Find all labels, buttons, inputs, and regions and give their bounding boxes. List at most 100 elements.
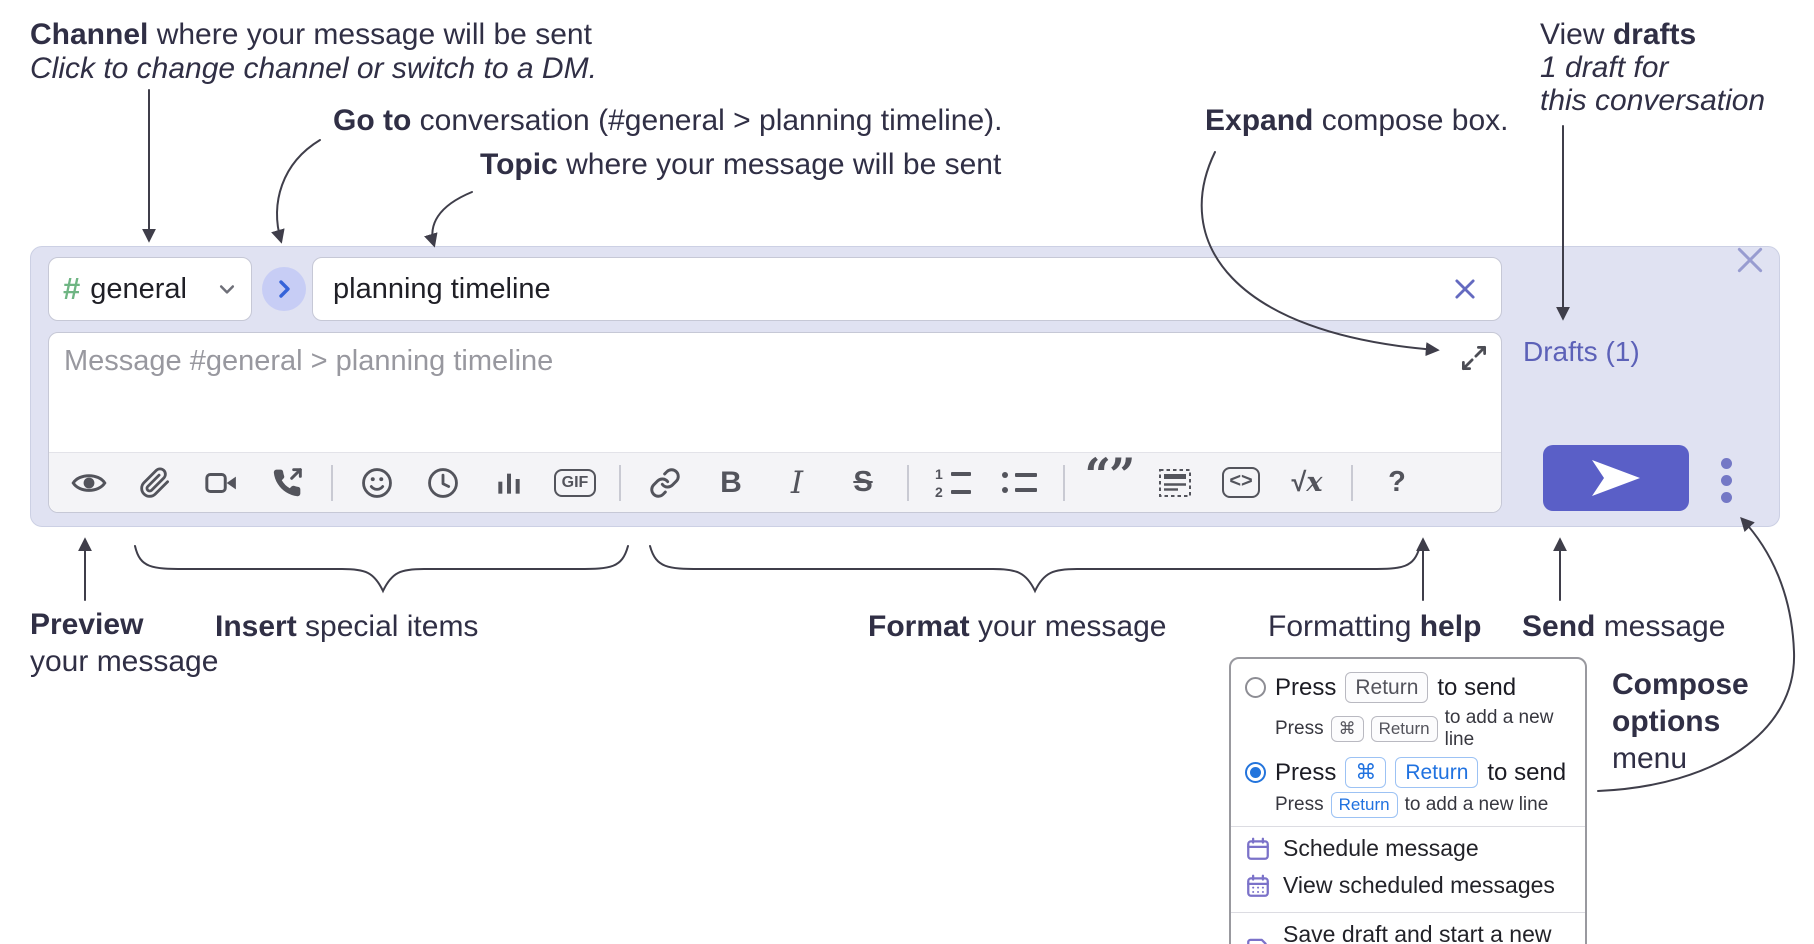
channel-name: general [90, 272, 187, 305]
bulleted-list-icon [1001, 472, 1037, 493]
annotation-channel-sub: Click to change channel or switch to a D… [30, 52, 597, 85]
help-icon: ? [1388, 466, 1406, 498]
math-icon: √x [1292, 467, 1323, 498]
return-key: Return [1330, 792, 1398, 818]
topic-value: planning timeline [333, 272, 551, 305]
command-key: ⌘ [1345, 757, 1387, 788]
annotation-insert: Insert special items [215, 610, 478, 644]
topic-input[interactable]: planning timeline [312, 257, 1502, 321]
phone-call-icon [273, 467, 302, 496]
link-icon [650, 467, 680, 498]
radio-unselected-icon[interactable] [1245, 677, 1266, 698]
annotation-format-rest: your message [969, 610, 1167, 643]
annotation-topic-bold: Topic [480, 148, 558, 181]
kebab-dot [1720, 474, 1732, 486]
code-button[interactable]: <> [1219, 461, 1263, 505]
clear-topic-button[interactable] [1448, 272, 1482, 306]
option-enter-to-send[interactable]: Press Return to send [1245, 672, 1571, 703]
add-global-time-button[interactable] [421, 461, 465, 505]
menu-item-schedule-message[interactable]: Schedule message [1245, 830, 1571, 867]
annotation-insert-rest: special items [296, 610, 479, 643]
brace-format [649, 545, 1421, 594]
annotation-topic-rest: where your message will be sent [557, 148, 1002, 181]
annotation-format-bold: Format [868, 610, 970, 643]
message-placeholder: Message #general > planning timeline [64, 345, 554, 377]
add-video-call-button[interactable] [199, 461, 243, 505]
bulleted-list-button[interactable] [997, 461, 1041, 505]
annotation-compose-options-l3: menu [1612, 742, 1688, 775]
spoiler-button[interactable] [1153, 461, 1197, 505]
option1-press: Press [1275, 673, 1337, 701]
annotation-go-to: Go to conversation (#general > planning … [333, 104, 1003, 138]
option1-sub-suffix: to add a new line [1444, 707, 1554, 750]
add-gif-button[interactable]: GIF [553, 461, 597, 505]
annotation-expand-bold: Expand [1205, 104, 1314, 137]
annotation-expand: Expand compose box. [1205, 104, 1508, 138]
compose-toolbar: GIF B I S 1 2 [49, 452, 1501, 512]
toolbar-divider [619, 464, 621, 501]
italic-button[interactable]: I [775, 461, 819, 505]
bold-button[interactable]: B [709, 461, 753, 505]
bold-icon: B [720, 465, 742, 499]
option1-subtext: Press ⌘ Return to add a new line [1275, 707, 1571, 751]
calendar-grid-icon [1247, 874, 1269, 897]
save-draft-icon [1247, 938, 1267, 944]
send-button[interactable] [1543, 445, 1689, 511]
link-button[interactable] [643, 461, 687, 505]
radio-selected-icon[interactable] [1245, 762, 1266, 783]
annotation-go-to-bold: Go to [333, 104, 412, 137]
menu-item-label: View scheduled messages [1283, 872, 1555, 898]
annotation-send-message: Send message [1522, 610, 1725, 644]
code-icon: <> [1222, 467, 1260, 498]
option2-sub-suffix: to add a new line [1404, 794, 1549, 815]
menu-divider [1231, 912, 1585, 913]
option1-sub-press: Press [1275, 718, 1324, 739]
menu-item-save-draft[interactable]: Save draft and start a new message [1245, 916, 1571, 944]
chevron-right-icon [279, 280, 290, 298]
smiley-icon [362, 467, 392, 498]
annotation-preview-line2: your message [30, 645, 219, 678]
option2-subtext: Press Return to add a new line [1275, 792, 1571, 818]
compose-options-button[interactable] [1706, 452, 1746, 508]
annotation-view-drafts-line3: this conversation [1540, 84, 1766, 117]
kebab-dot [1720, 491, 1732, 503]
spoiler-icon [1159, 468, 1191, 497]
send-icon [1592, 460, 1640, 496]
attach-file-button[interactable] [133, 461, 177, 505]
menu-item-view-scheduled[interactable]: View scheduled messages [1245, 867, 1571, 904]
numbered-list-1: 1 [935, 465, 943, 482]
message-formatting-help-button[interactable]: ? [1375, 461, 1419, 505]
strikethrough-icon: S [853, 466, 873, 498]
emoji-button[interactable] [355, 461, 399, 505]
option-cmd-enter-to-send[interactable]: Press ⌘ Return to send [1245, 757, 1571, 788]
strikethrough-button[interactable]: S [841, 461, 885, 505]
brace-insert [134, 545, 629, 594]
message-textarea[interactable]: Message #general > planning timeline [48, 332, 1502, 513]
clock-icon [428, 467, 458, 498]
eye-icon [71, 473, 107, 492]
close-compose-button[interactable] [1732, 242, 1768, 278]
gif-icon: GIF [553, 468, 597, 497]
channel-selector[interactable]: # general [48, 257, 252, 321]
numbered-list-button[interactable]: 1 2 [931, 461, 975, 505]
annotation-view-drafts-line1: View drafts [1540, 18, 1765, 51]
annotation-formatting-help-pre: Formatting [1268, 610, 1420, 643]
add-voice-call-button[interactable] [265, 461, 309, 505]
quote-button[interactable]: “” [1085, 452, 1136, 505]
math-button[interactable]: √x [1285, 461, 1329, 505]
channel-hash-icon: # [63, 271, 81, 306]
expand-compose-button[interactable] [1459, 343, 1489, 373]
compose-options-menu: Press Return to send Press ⌘ Return to a… [1229, 657, 1587, 944]
menu-item-label: Schedule message [1283, 835, 1479, 861]
annotation-view-drafts-pre: View [1540, 18, 1613, 51]
annotation-channel: Channel where your message will be sent … [30, 18, 597, 86]
annotation-compose-options-l2: options [1612, 705, 1721, 738]
math-x-glyph: x [1306, 467, 1323, 498]
drafts-link[interactable]: Drafts (1) [1523, 336, 1640, 367]
annotation-preview-bold: Preview [30, 608, 144, 641]
go-to-conversation-button[interactable] [262, 267, 306, 311]
annotation-send-message-bold: Send [1522, 610, 1596, 643]
add-poll-button[interactable] [487, 461, 531, 505]
preview-button[interactable] [67, 461, 111, 505]
